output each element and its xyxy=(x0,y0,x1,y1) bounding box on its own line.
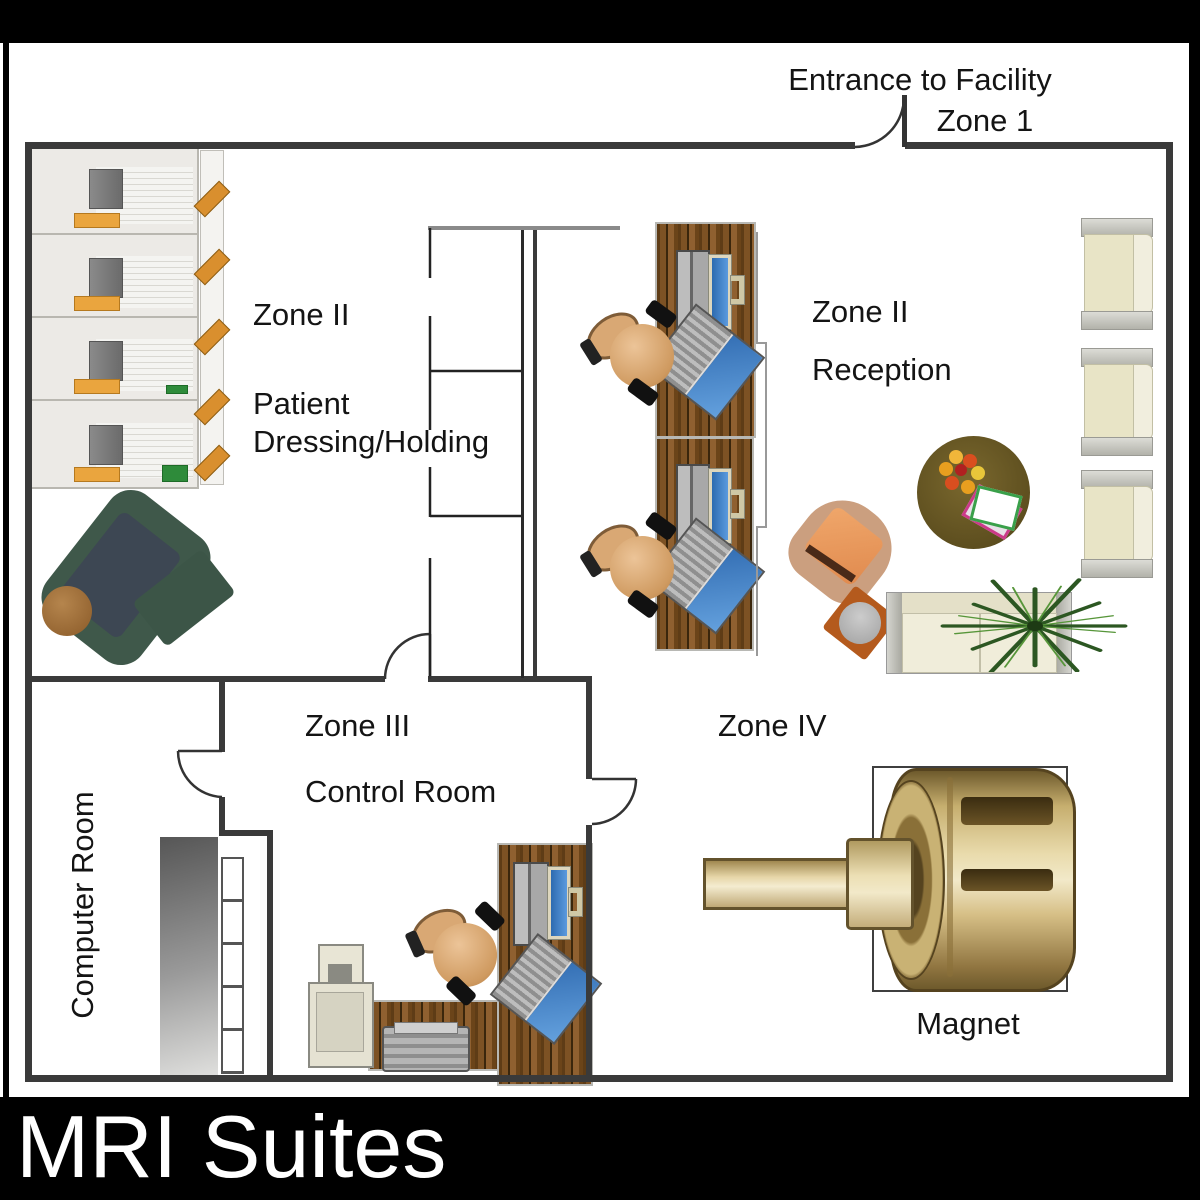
wall-right xyxy=(1166,142,1173,1082)
entrance-door-arc xyxy=(854,96,906,149)
sofa-arm xyxy=(887,593,902,673)
waiting-chair xyxy=(1078,348,1154,456)
wall-cubicle-top xyxy=(428,226,620,230)
hanging-item xyxy=(193,444,231,482)
equipment-cabinet xyxy=(160,837,218,1080)
zone4-label: Zone IV xyxy=(718,708,827,743)
green-mat xyxy=(166,385,188,394)
wall-bottom xyxy=(25,1075,1173,1082)
sofa-cushion xyxy=(902,613,980,673)
dressing-cubby xyxy=(27,316,199,401)
locker-strip xyxy=(193,150,231,485)
bench xyxy=(74,213,121,228)
dressing-cubby-unit xyxy=(27,142,199,489)
keyboard-tray xyxy=(569,888,582,916)
green-mat xyxy=(162,465,188,482)
wall-top-right xyxy=(905,142,1173,149)
dressing-cubby xyxy=(27,233,199,318)
reception-name-label: Reception xyxy=(812,352,952,387)
bench xyxy=(74,467,121,482)
keyboard-tray xyxy=(731,490,744,518)
reception-zone-label: Zone II xyxy=(812,294,909,329)
control-to-magnet-door xyxy=(591,777,638,826)
dressing-name-line2: Dressing/Holding xyxy=(253,424,490,459)
magnet-slot xyxy=(961,797,1053,825)
entrance-label: Entrance to Facility xyxy=(788,62,1052,97)
shelf-compartments xyxy=(221,857,244,1074)
wall-zone4-upper xyxy=(586,676,592,779)
entrance-zone1-label: Zone 1 xyxy=(936,103,1034,138)
sofa xyxy=(886,592,1072,674)
control-name-label: Control Room xyxy=(305,774,497,809)
dressing-zone-label: Zone II xyxy=(253,297,350,332)
wall-computer-room-jog xyxy=(219,830,273,836)
wall-top-left xyxy=(25,142,855,149)
reception-counter-outline xyxy=(756,232,767,656)
copier xyxy=(308,982,374,1068)
sofa-arm xyxy=(1056,593,1071,673)
page-title: MRI Suites xyxy=(16,1097,447,1196)
bench xyxy=(74,296,121,311)
monitor xyxy=(708,468,732,544)
frame-top xyxy=(0,0,1200,43)
wall-zone4-lower xyxy=(586,825,592,1082)
magnet-slot xyxy=(961,869,1053,891)
magnet-label: Magnet xyxy=(916,1006,1020,1041)
hanging-item xyxy=(193,388,231,426)
wall-spine-a xyxy=(521,226,524,678)
round-side-table xyxy=(42,586,92,636)
frame-right xyxy=(1189,43,1200,1097)
wall-divider-west xyxy=(25,676,385,682)
zone2-to-zone3-door xyxy=(383,632,432,680)
waiting-chair xyxy=(1078,218,1154,330)
flower-bouquet xyxy=(939,450,985,496)
dressing-cubby xyxy=(27,142,199,235)
seated-person xyxy=(402,892,515,1008)
keyboard-tray xyxy=(731,276,744,304)
hanging-item xyxy=(193,180,231,218)
locker-box xyxy=(89,340,124,381)
wall-divider-east xyxy=(428,676,592,682)
copier-feeder xyxy=(318,944,364,988)
locker-box xyxy=(89,425,124,466)
wall-left xyxy=(25,142,32,1082)
dressing-name-line1: Patient xyxy=(253,386,350,421)
dressing-cubby xyxy=(27,399,199,489)
locker-box xyxy=(89,168,124,209)
monitor xyxy=(547,866,571,940)
waiting-chair xyxy=(1078,470,1154,578)
title-bar: MRI Suites xyxy=(0,1097,1200,1200)
hanging-item xyxy=(193,318,231,356)
control-zone-label: Zone III xyxy=(305,708,411,743)
wall-computer-room-right xyxy=(267,830,273,1082)
seated-person xyxy=(577,510,684,620)
computer-room-label: Computer Room xyxy=(65,791,100,1019)
sofa-cushion xyxy=(980,613,1057,673)
patient-table-head xyxy=(846,838,914,930)
wall-spine-b xyxy=(533,226,537,678)
locker-box xyxy=(89,257,124,298)
frame-left xyxy=(3,43,9,1097)
desktop-printer xyxy=(382,1022,470,1072)
hanging-item xyxy=(193,248,231,286)
computer-room-door xyxy=(176,749,223,799)
computer-tower xyxy=(513,862,549,946)
seated-person xyxy=(577,298,684,408)
coffee-table xyxy=(917,436,1030,549)
wall-computer-room-upper xyxy=(219,678,225,752)
wall-computer-room-lower xyxy=(219,797,225,836)
bench xyxy=(74,379,121,394)
patient-table-shaft xyxy=(703,858,869,910)
